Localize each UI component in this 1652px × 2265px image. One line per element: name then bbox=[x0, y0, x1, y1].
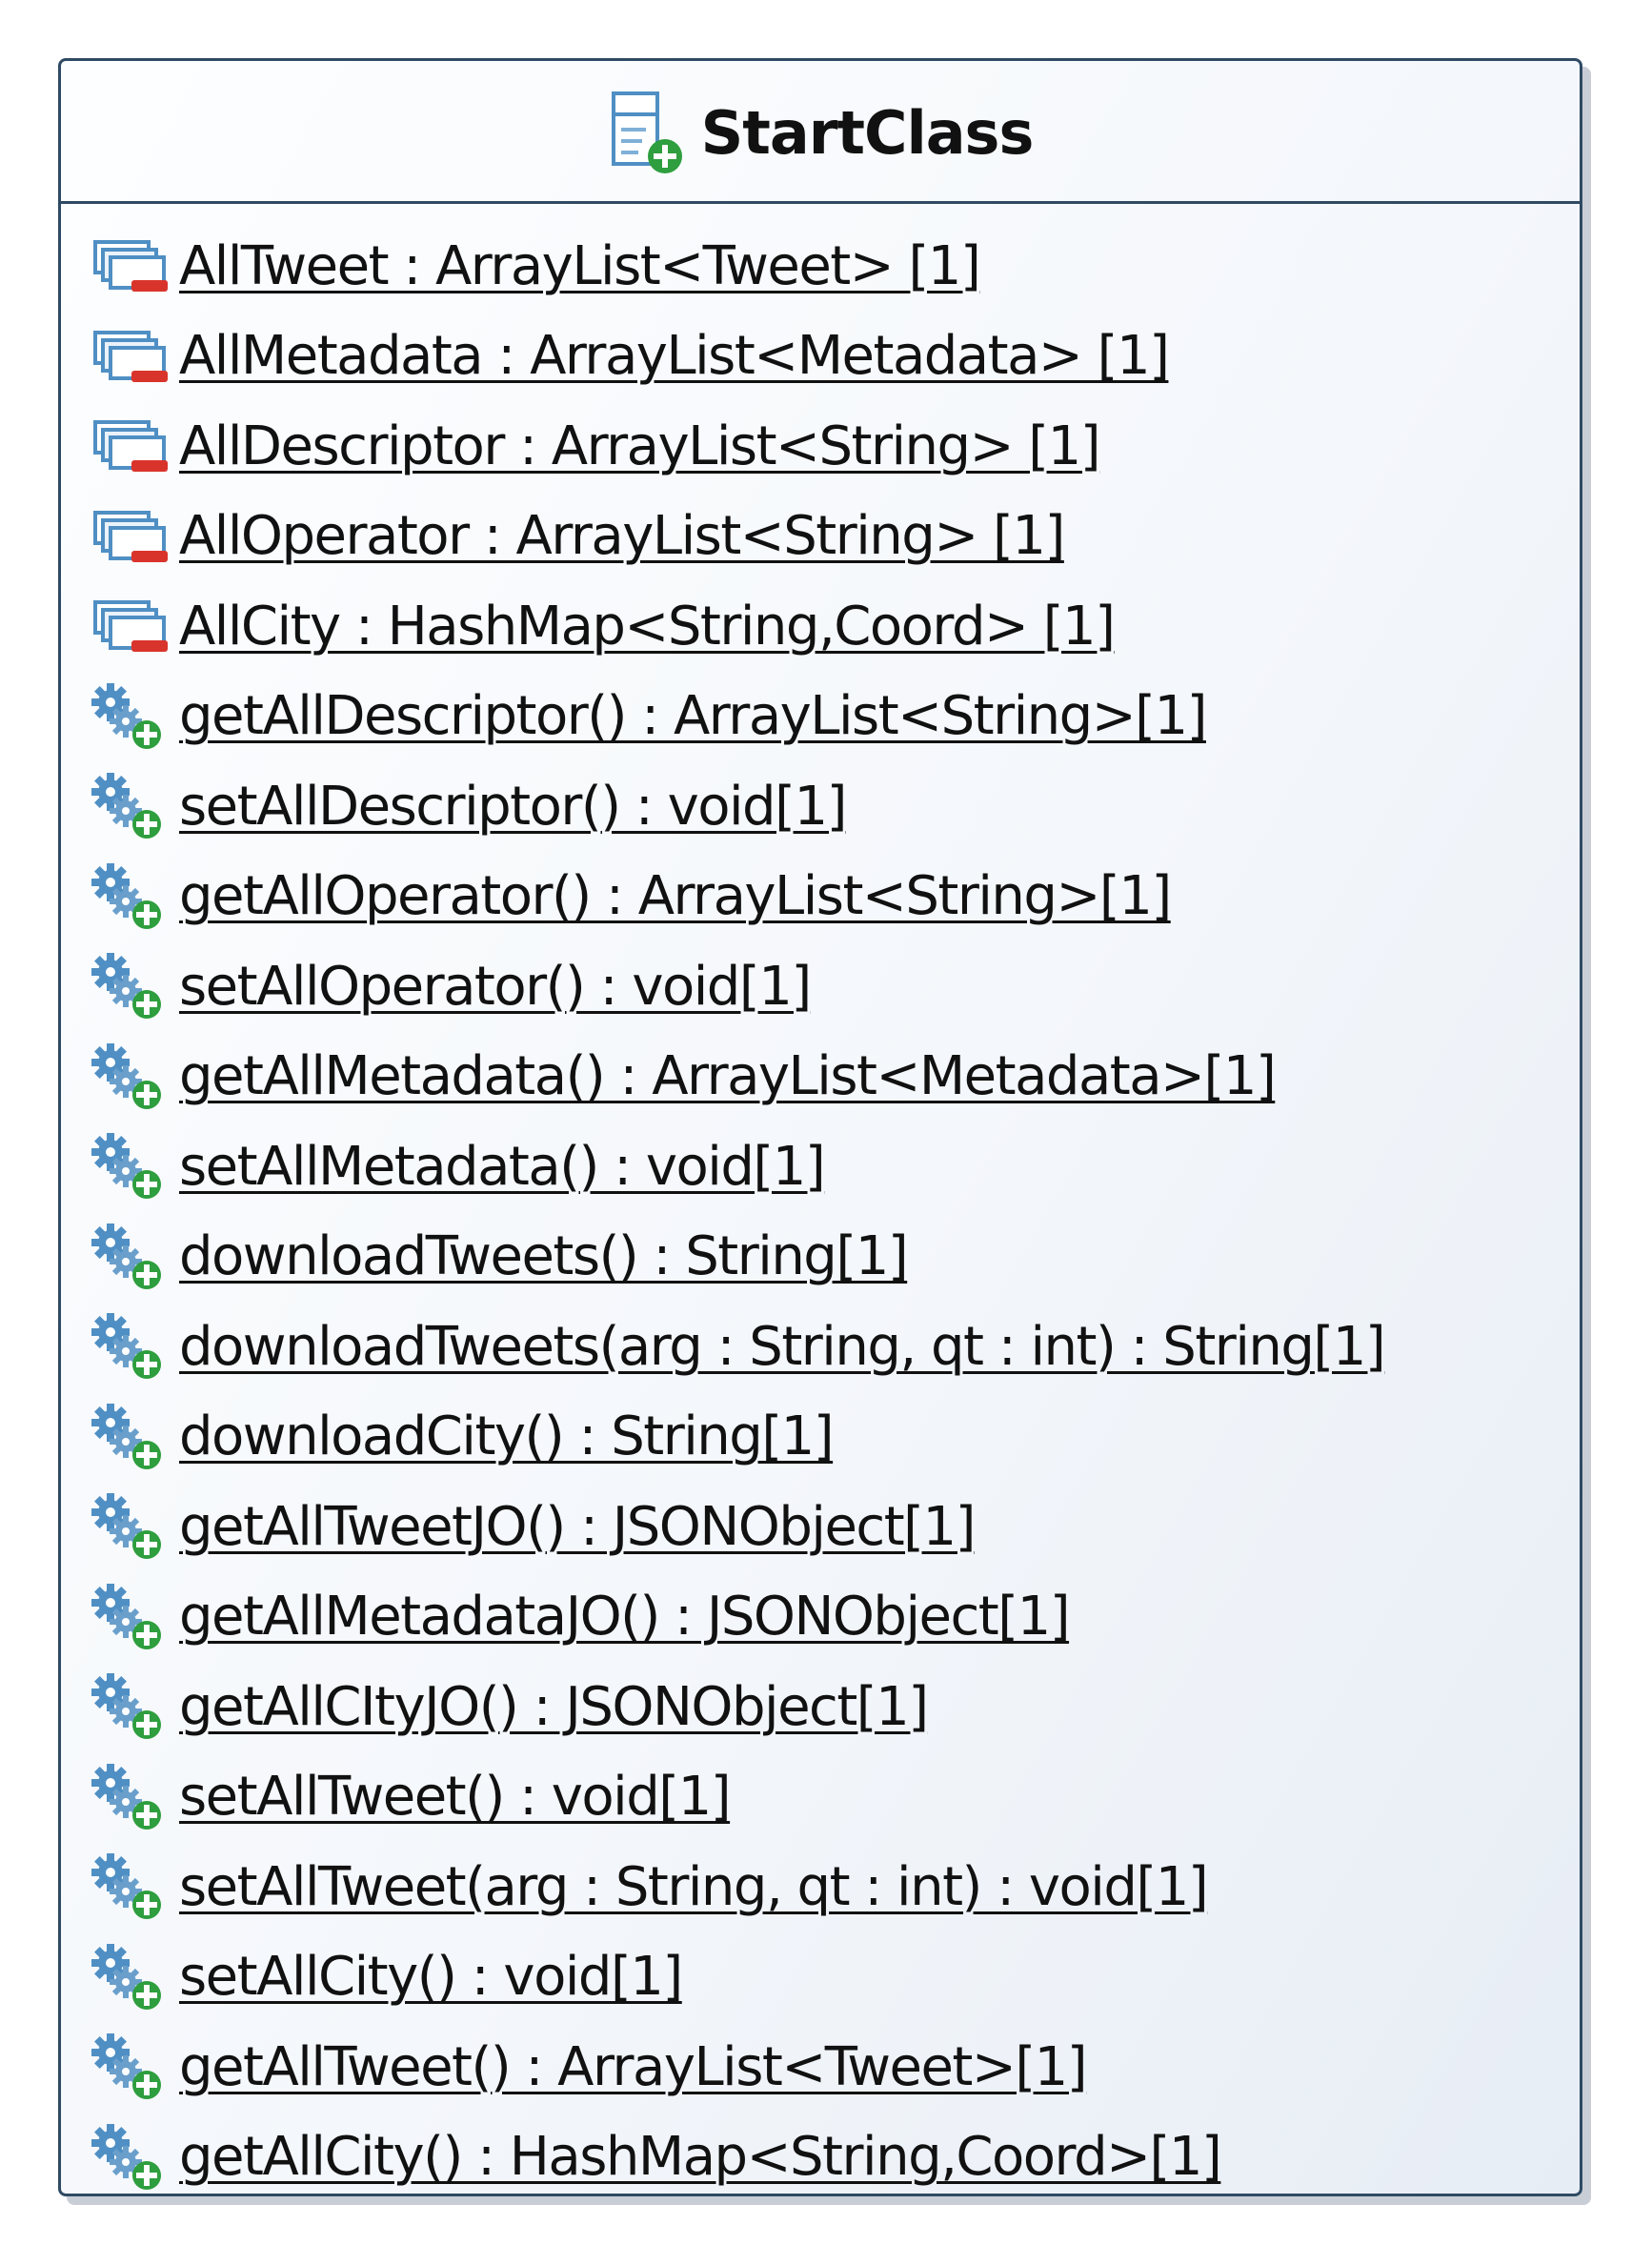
operation-row[interactable]: setAllOperator() : void[1] bbox=[61, 941, 1580, 1032]
operation-label: getAllTweetJO() : JSONObject[1] bbox=[179, 1495, 976, 1558]
operation-label: getAllCItyJO() : JSONObject[1] bbox=[179, 1675, 929, 1738]
attribute-label: AllCity : HashMap<String,Coord> [1] bbox=[179, 595, 1116, 657]
public-operation-icon bbox=[88, 769, 171, 843]
operation-row[interactable]: getAllOperator() : ArrayList<String>[1] bbox=[61, 852, 1580, 942]
operation-label: getAllDescriptor() : ArrayList<String>[1… bbox=[179, 685, 1207, 748]
public-operation-icon bbox=[88, 1489, 171, 1564]
uml-class-box[interactable]: StartClass AllTweet : ArrayList<Tweet> [… bbox=[58, 58, 1582, 2196]
operation-label: setAllOperator() : void[1] bbox=[179, 955, 812, 1018]
operation-row[interactable]: getAllDescriptor() : ArrayList<String>[1… bbox=[61, 672, 1580, 762]
operation-label: getAllOperator() : ArrayList<String>[1] bbox=[179, 865, 1172, 928]
public-operation-icon bbox=[88, 1040, 171, 1114]
operation-row[interactable]: setAllTweet(arg : String, qt : int) : vo… bbox=[61, 1842, 1580, 1932]
public-operation-icon bbox=[88, 2120, 171, 2194]
attribute-row[interactable]: AllMetadata : ArrayList<Metadata> [1] bbox=[61, 312, 1580, 402]
operation-row[interactable]: getAllTweetJO() : JSONObject[1] bbox=[61, 1482, 1580, 1572]
attribute-label: AllMetadata : ArrayList<Metadata> [1] bbox=[179, 325, 1170, 388]
operation-row[interactable]: setAllCity() : void[1] bbox=[61, 1932, 1580, 2023]
public-operation-icon bbox=[88, 949, 171, 1023]
attribute-row[interactable]: AllDescriptor : ArrayList<String> [1] bbox=[61, 401, 1580, 492]
public-operation-icon bbox=[88, 1760, 171, 1834]
operation-row[interactable]: setAllTweet() : void[1] bbox=[61, 1752, 1580, 1843]
operation-label: setAllTweet() : void[1] bbox=[179, 1766, 732, 1829]
operation-row[interactable]: getAllMetadata() : ArrayList<Metadata>[1… bbox=[61, 1032, 1580, 1122]
public-operation-icon bbox=[88, 1220, 171, 1294]
operation-label: downloadTweets() : String[1] bbox=[179, 1225, 909, 1288]
attribute-label: AllTweet : ArrayList<Tweet> [1] bbox=[179, 234, 981, 297]
private-attribute-icon bbox=[88, 319, 171, 394]
attribute-row[interactable]: AllTweet : ArrayList<Tweet> [1] bbox=[61, 221, 1580, 312]
operation-label: getAllCity() : HashMap<String,Coord>[1] bbox=[179, 2126, 1222, 2189]
operation-row[interactable]: getAllCItyJO() : JSONObject[1] bbox=[61, 1662, 1580, 1752]
attribute-label: AllOperator : ArrayList<String> [1] bbox=[179, 505, 1065, 568]
public-operation-icon bbox=[88, 1850, 171, 1924]
public-operation-icon bbox=[88, 1580, 171, 1654]
public-operation-icon bbox=[88, 1940, 171, 2014]
operation-label: setAllMetadata() : void[1] bbox=[179, 1135, 826, 1198]
operation-label: getAllTweet() : ArrayList<Tweet>[1] bbox=[179, 2035, 1088, 2098]
operation-row[interactable]: setAllMetadata() : void[1] bbox=[61, 1122, 1580, 1212]
operation-label: getAllMetadataJO() : JSONObject[1] bbox=[179, 1586, 1071, 1648]
public-operation-icon bbox=[88, 679, 171, 754]
public-operation-icon bbox=[88, 1669, 171, 1744]
operation-row[interactable]: downloadTweets(arg : String, qt : int) :… bbox=[61, 1302, 1580, 1392]
operation-label: getAllMetadata() : ArrayList<Metadata>[1… bbox=[179, 1045, 1277, 1108]
operation-label: downloadCity() : String[1] bbox=[179, 1406, 835, 1468]
private-attribute-icon bbox=[88, 589, 171, 663]
attribute-row[interactable]: AllOperator : ArrayList<String> [1] bbox=[61, 492, 1580, 582]
public-operation-icon bbox=[88, 2030, 171, 2104]
private-attribute-icon bbox=[88, 229, 171, 303]
private-attribute-icon bbox=[88, 409, 171, 483]
operation-row[interactable]: getAllCity() : HashMap<String,Coord>[1] bbox=[61, 2113, 1580, 2194]
operation-row[interactable]: setAllDescriptor() : void[1] bbox=[61, 761, 1580, 852]
public-operation-icon bbox=[88, 1309, 171, 1384]
operation-row[interactable]: getAllMetadataJO() : JSONObject[1] bbox=[61, 1572, 1580, 1663]
operation-label: setAllCity() : void[1] bbox=[179, 1946, 683, 2009]
class-icon bbox=[608, 90, 688, 177]
operation-row[interactable]: downloadTweets() : String[1] bbox=[61, 1212, 1580, 1303]
operation-row[interactable]: downloadCity() : String[1] bbox=[61, 1392, 1580, 1483]
class-header: StartClass bbox=[61, 61, 1580, 204]
public-operation-icon bbox=[88, 859, 171, 934]
class-name: StartClass bbox=[700, 98, 1035, 168]
operation-row[interactable]: getAllTweet() : ArrayList<Tweet>[1] bbox=[61, 2022, 1580, 2113]
public-operation-icon bbox=[88, 1129, 171, 1203]
public-operation-icon bbox=[88, 1400, 171, 1474]
operation-label: setAllDescriptor() : void[1] bbox=[179, 775, 847, 838]
operation-label: setAllTweet(arg : String, qt : int) : vo… bbox=[179, 1855, 1209, 1918]
operation-label: downloadTweets(arg : String, qt : int) :… bbox=[179, 1315, 1386, 1378]
private-attribute-icon bbox=[88, 499, 171, 574]
attribute-row[interactable]: AllCity : HashMap<String,Coord> [1] bbox=[61, 581, 1580, 672]
member-list: AllTweet : ArrayList<Tweet> [1] AllMetada… bbox=[61, 204, 1580, 2194]
attribute-label: AllDescriptor : ArrayList<String> [1] bbox=[179, 415, 1101, 477]
